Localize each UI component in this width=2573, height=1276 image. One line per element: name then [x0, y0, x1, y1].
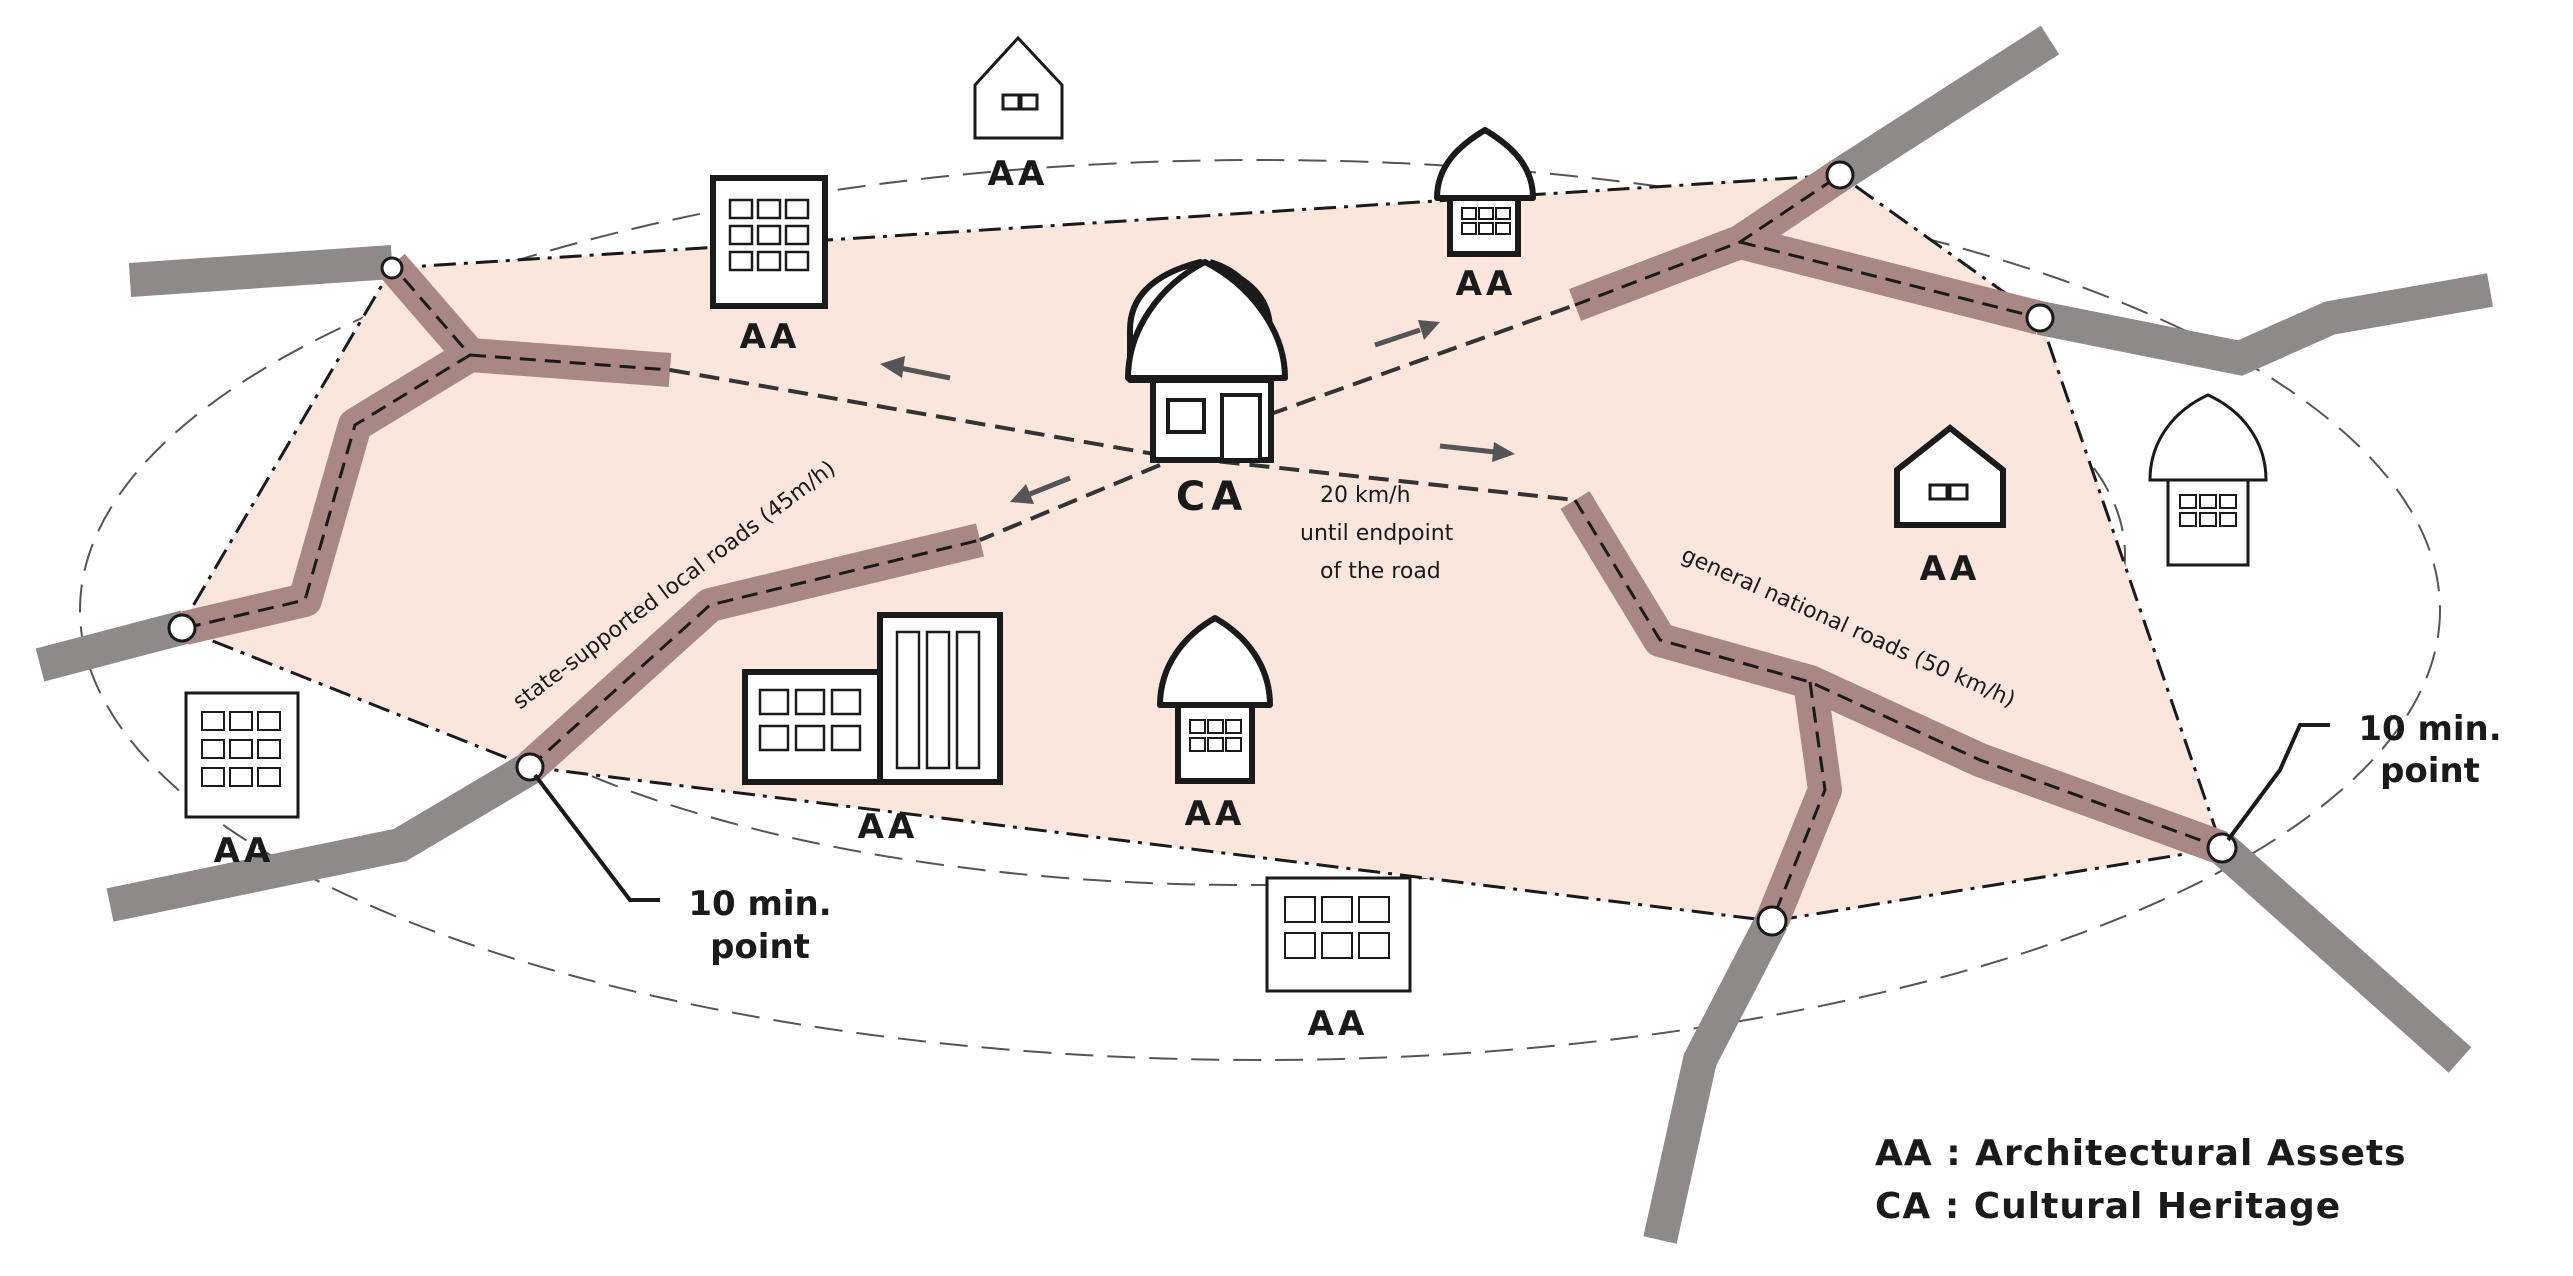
arrow-left-icon [880, 356, 951, 381]
road-left-stub [35, 610, 190, 682]
arrow-right-icon [1439, 442, 1515, 462]
arrow-ne-icon [1374, 320, 1440, 348]
legend-aa: AA : Architectural Assets [1875, 1133, 2407, 1174]
callout-leaders [533, 723, 2330, 902]
aa-house-dome-center-icon [1157, 615, 1273, 784]
aa-building-lower-left-icon [184, 691, 300, 819]
road-lower-left [106, 753, 539, 922]
road-top-right [1830, 25, 2060, 190]
speed-label-line3: of the road [1320, 559, 1441, 584]
cl-national [1573, 499, 2223, 850]
ellipse-outer [79, 159, 2441, 1061]
speed-label-line1: 20 km/h [1320, 483, 1411, 508]
legend-ca: CA : Cultural Heritage [1875, 1186, 2341, 1227]
point-marker [515, 752, 545, 782]
speed-label-line2: until endpoint [1300, 521, 1454, 546]
point-marker [1756, 905, 1788, 937]
direction-arrows [880, 320, 1515, 504]
point-marker [1825, 160, 1855, 190]
aa-label-bottom: AA [1308, 1004, 1369, 1044]
ten-min-point-right-line2: point [2380, 751, 2480, 791]
road-centerlines [184, 173, 2223, 922]
aa-house-dome-far-right-icon [2148, 393, 2268, 567]
road-right [2036, 273, 2493, 376]
aa-house-right-icon [1894, 424, 2006, 528]
aa-building-cluster-icon [742, 612, 1003, 785]
aa-label-tower: AA [740, 317, 801, 357]
link-ca-sw [979, 463, 1161, 542]
cl-y-left [184, 264, 473, 630]
ten-min-point-left-line2: point [710, 927, 810, 967]
road-bottom [1643, 913, 1788, 1244]
ca-label: CA [1176, 474, 1248, 520]
point-marker [2025, 303, 2055, 333]
ten-min-point-left-line1: 10 min. [688, 884, 831, 924]
aa-building-tower-icon [710, 175, 828, 309]
aa-label-dome-center: AA [1185, 794, 1246, 834]
point-marker [380, 256, 404, 280]
aa-house-dome-top-icon [1434, 127, 1536, 257]
road-upper-left [128, 245, 394, 297]
aa-label-top: AA [988, 154, 1049, 194]
ten-min-point-right-line1: 10 min. [2358, 709, 2501, 749]
cl-y-left-b [469, 353, 671, 372]
point-marker [2206, 832, 2238, 864]
aa-label-cluster: AA [858, 807, 919, 847]
arrow-sw-icon [1010, 475, 1071, 504]
cl-national-branch [1770, 681, 1827, 922]
ten-minute-points [167, 160, 2238, 937]
aa-building-bottom-icon [1265, 876, 1412, 993]
road-lower-right [2210, 835, 2472, 1073]
leader-right [2226, 723, 2330, 842]
link-ca-left [669, 368, 1161, 457]
aa-label-dome-top: AA [1456, 264, 1517, 304]
aa-label-house-right: AA [1920, 549, 1981, 589]
cl-y-right-b [1739, 240, 2041, 320]
roads-gray [35, 25, 2493, 1244]
legend: AA : Architectural Assets CA : Cultural … [1875, 1133, 2407, 1227]
ten-minute-zone [177, 173, 2224, 923]
ca-roof [1125, 259, 1288, 381]
cl-local [528, 538, 981, 769]
point-marker [167, 613, 197, 643]
aa-label-lower-left: AA [214, 831, 275, 871]
leader-left [533, 773, 660, 902]
aa-house-top-icon [973, 35, 1064, 140]
